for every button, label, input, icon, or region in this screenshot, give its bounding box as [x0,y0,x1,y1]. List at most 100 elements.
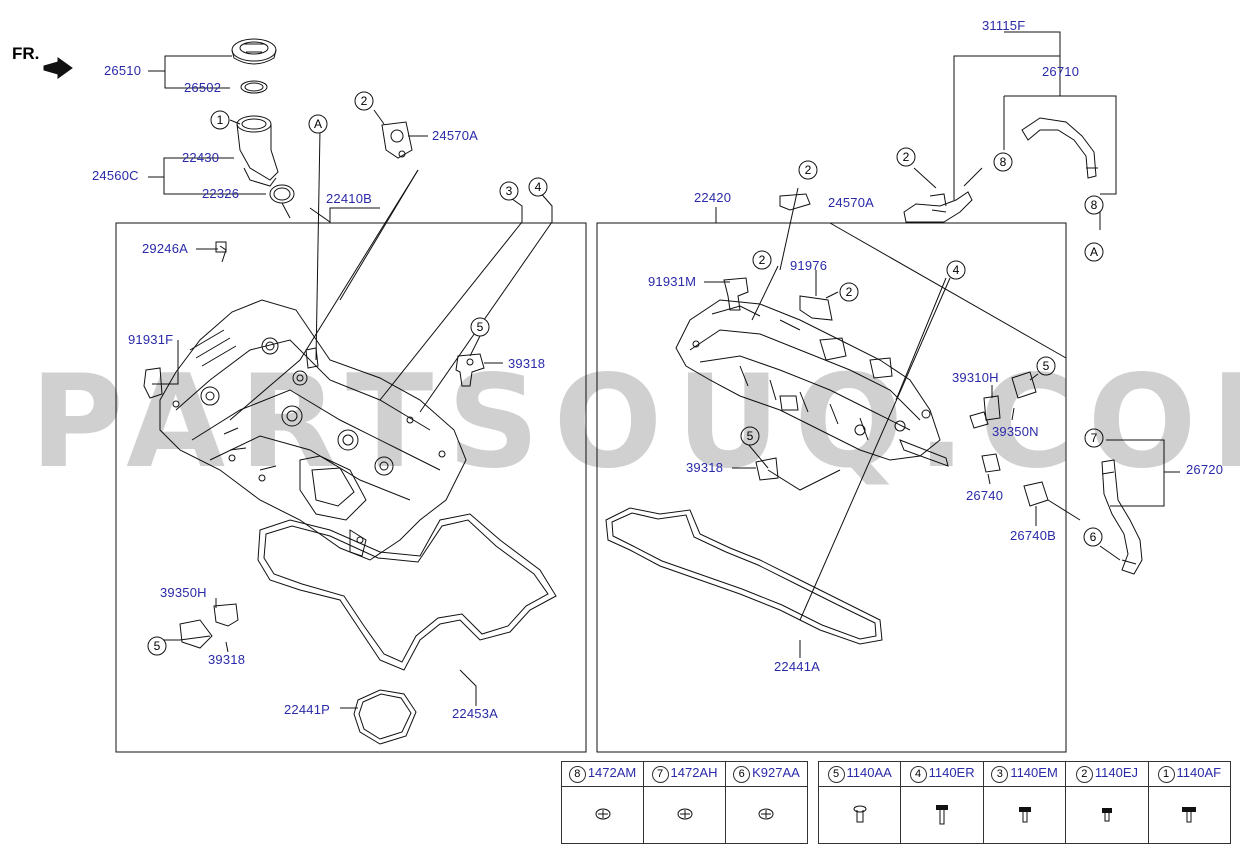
gasket-22441p-drawing [353,689,417,745]
part-91931f[interactable]: 91931F [128,332,174,347]
part-26510[interactable]: 26510 [104,63,142,78]
hose-26720-drawing [1101,459,1143,575]
breather-fitting-right-drawing [779,193,811,211]
callout-1-circle [210,110,230,130]
callout-4-circle-a [528,177,548,197]
callout-7: 7 [1091,431,1098,445]
bolt-icon [1182,806,1197,822]
watermark: PARTSOUQ.COM [30,348,1240,497]
callout-7-circle [1084,428,1104,448]
bolt-icon [1018,806,1031,822]
callout-5: 5 [747,429,754,443]
part-31115f[interactable]: 31115F [982,18,1026,33]
callout-2-circle-d [839,282,859,302]
breather-fitting-drawing [381,121,413,159]
clip-icon [758,808,774,819]
left-head-cover-drawing [159,299,467,561]
part-24570a-right[interactable]: 24570A [828,195,875,210]
callout-6: 6 [1090,530,1097,544]
part-22441a[interactable]: 22441A [774,659,821,674]
clip-icon [595,808,611,819]
bolt-icon [936,804,949,824]
part-22420[interactable]: 22420 [694,190,732,205]
pcv-valve-26740-drawing [981,453,1001,473]
callout-A: A [1090,245,1098,259]
screw-icon [853,805,867,822]
sensor-39350n-drawing [1011,371,1037,399]
callout-8-circle-b [1084,195,1104,215]
callout-3-circle [499,181,519,201]
legend-bolt-cell [1065,786,1149,844]
cap-gasket-drawing [240,80,268,94]
callout-2: 2 [805,163,812,177]
legend-bolt-cell [1147,786,1232,844]
right-cover-gasket-drawing [605,507,883,645]
legend-bolt-cell [560,786,645,844]
callout-5-circle-c [740,426,760,446]
callout-4-circle-b [946,260,966,280]
part-22410b[interactable]: 22410B [326,191,373,206]
part-39318-right[interactable]: 39318 [686,460,724,475]
clip-icon [677,808,693,819]
part-39350h[interactable]: 39350H [160,585,207,600]
callout-2: 2 [903,150,910,164]
callout-2-circle-c [752,250,772,270]
callout-5: 5 [477,320,484,334]
callout-A-circle-a [308,114,328,134]
callout-A-circle-b [1084,242,1104,262]
callout-2-circle-e [896,147,916,167]
part-26710[interactable]: 26710 [1042,64,1080,79]
part-26740b[interactable]: 26740B [1010,528,1057,543]
part-26740[interactable]: 26740 [966,488,1004,503]
callout-8: 8 [1091,198,1098,212]
legend-bolt-cell [982,786,1067,844]
part-22326[interactable]: 22326 [202,186,240,201]
part-39318-lower-left[interactable]: 39318 [208,652,246,667]
right-head-cover-frame [596,222,1067,753]
part-22430[interactable]: 22430 [182,150,220,165]
part-26502[interactable]: 26502 [184,80,222,95]
part-91976[interactable]: 91976 [790,258,828,273]
part-24570a-left[interactable]: 24570A [432,128,479,143]
hose-26710-drawing [1021,117,1098,179]
callout-2-circle-a [354,91,374,111]
part-39350n[interactable]: 39350N [992,424,1039,439]
part-39318-upper-left[interactable]: 39318 [508,356,546,371]
bracket-91931m-drawing [723,277,749,311]
cam-sensor-left-top-drawing [455,353,485,387]
left-cover-gasket-drawing [257,513,557,671]
part-39310h[interactable]: 39310H [952,370,999,385]
callout-1: 1 [217,113,224,127]
callout-5-circle-d [1036,356,1056,376]
part-91931m[interactable]: 91931M [648,274,697,289]
callout-2: 2 [361,94,368,108]
callout-5: 5 [1043,359,1050,373]
callout-5-circle-b [147,636,167,656]
part-22441p[interactable]: 22441P [284,702,331,717]
part-22453a[interactable]: 22453A [452,706,499,721]
part-24560c[interactable]: 24560C [92,168,139,183]
part-26720[interactable]: 26720 [1186,462,1224,477]
oil-filler-neck-drawing [236,115,279,187]
legend-bolt-cell [817,786,902,844]
callout-4: 4 [535,180,542,194]
callout-3: 3 [506,184,513,198]
callout-4: 4 [953,263,960,277]
o-ring-drawing [269,184,295,204]
oil-filler-cap-drawing [231,38,277,65]
callout-5: 5 [154,639,161,653]
bracket-91976-drawing [799,295,833,321]
part-29246a[interactable]: 29246A [142,241,189,256]
